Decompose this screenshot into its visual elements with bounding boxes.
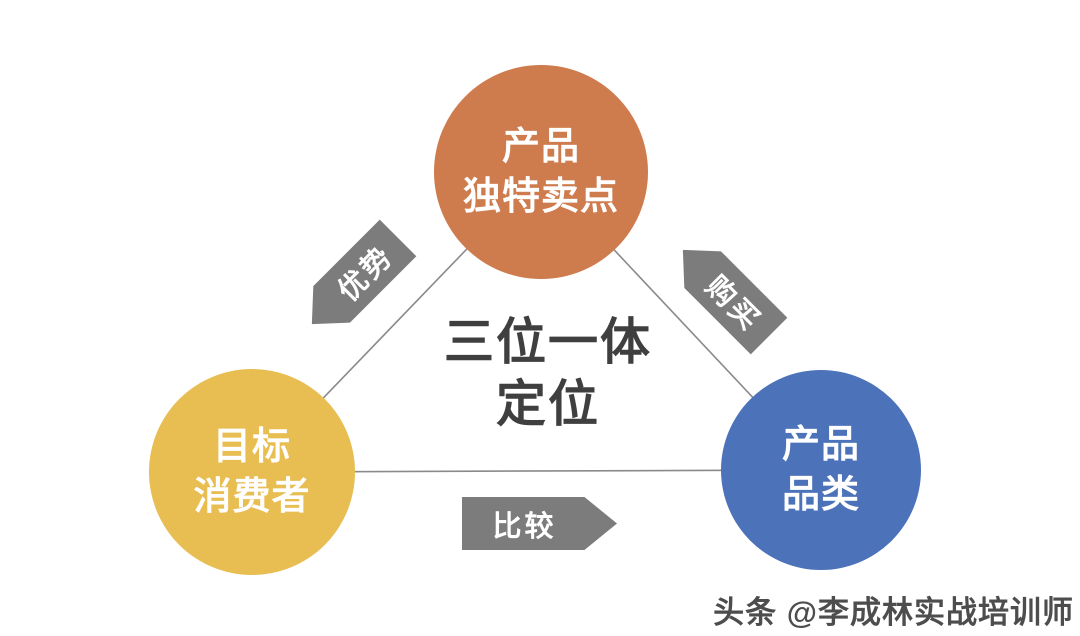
node-target-consumer-circle: 目标 消费者: [149, 369, 355, 575]
node-product-category-label-line2: 品类: [781, 474, 860, 516]
node-target-consumer-label-line1: 目标: [212, 426, 291, 468]
watermark: 头条 @李成林实战培训师: [713, 595, 1074, 630]
center-title-line1: 三位一体: [444, 314, 652, 370]
node-target-consumer-label-line2: 消费者: [193, 476, 311, 518]
center-title-line2: 定位: [496, 376, 600, 432]
node-product-usp-label-line1: 产品: [501, 126, 580, 168]
arrow-compare-label: 比较: [492, 510, 557, 543]
node-product-category-circle: 产品 品类: [721, 370, 921, 570]
arrow-compare: 比较: [462, 497, 617, 550]
node-product-usp-label-line2: 独特卖点: [462, 176, 619, 218]
node-product-usp-circle: 产品 独特卖点: [434, 65, 648, 279]
node-product-category-label-line1: 产品: [781, 424, 860, 466]
center-title: 三位一体 定位: [398, 311, 698, 435]
